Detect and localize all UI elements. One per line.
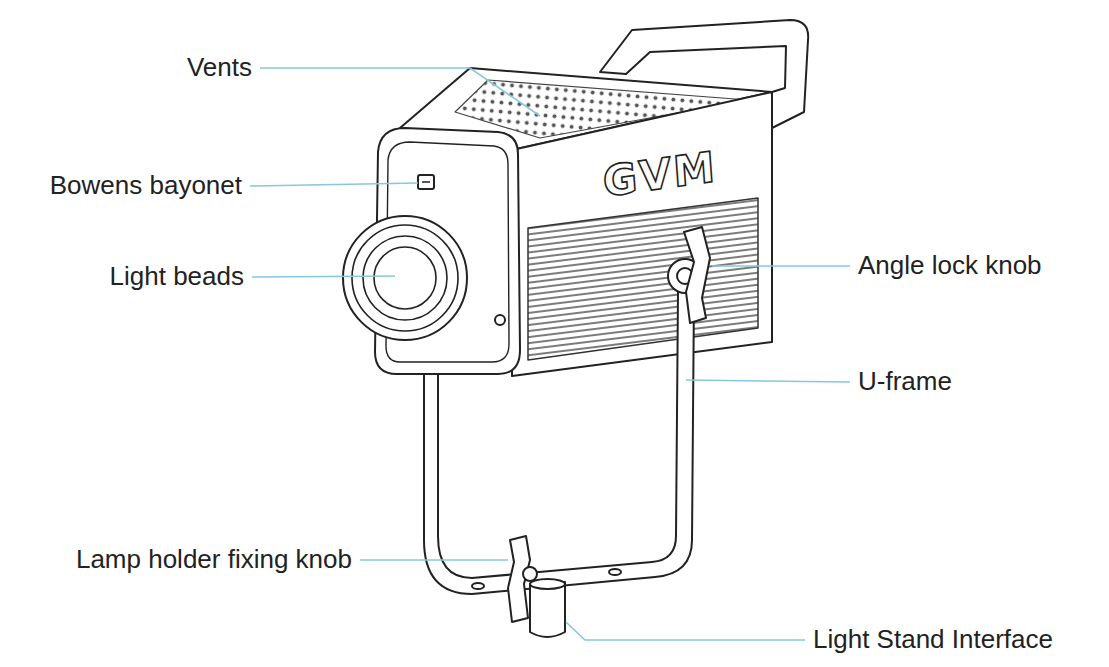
leader-line [360,559,508,561]
bayonet-slot [422,181,430,183]
base-hole [472,583,484,589]
lens-ring-inner [352,225,458,331]
lens-barrel [363,236,447,320]
lens-ring [343,216,467,340]
stand-spigot [530,582,565,637]
leader-line [566,622,805,640]
knob-screw [523,567,537,581]
part-label: Lamp holder fixing knob [76,544,352,575]
part-label: Light beads [110,261,244,292]
leader-line [252,276,395,277]
leader-line [712,265,850,267]
part-label: Light Stand Interface [813,624,1053,655]
leader-line [250,183,418,186]
side-face [512,92,772,376]
part-label: U-frame [858,366,952,397]
light-beads [374,247,436,309]
part-label: Bowens bayonet [50,170,242,201]
spigot-top [530,579,565,589]
base-hole [609,569,621,575]
part-label: Angle lock knob [858,250,1042,281]
bayonet-tab [418,175,434,189]
bezel-screw [495,315,505,325]
part-label: Vents [187,52,252,83]
angle-lock-knob [684,227,710,323]
leader-line [686,380,850,382]
leader-line [260,68,540,116]
side-ridge-panel [528,198,758,360]
